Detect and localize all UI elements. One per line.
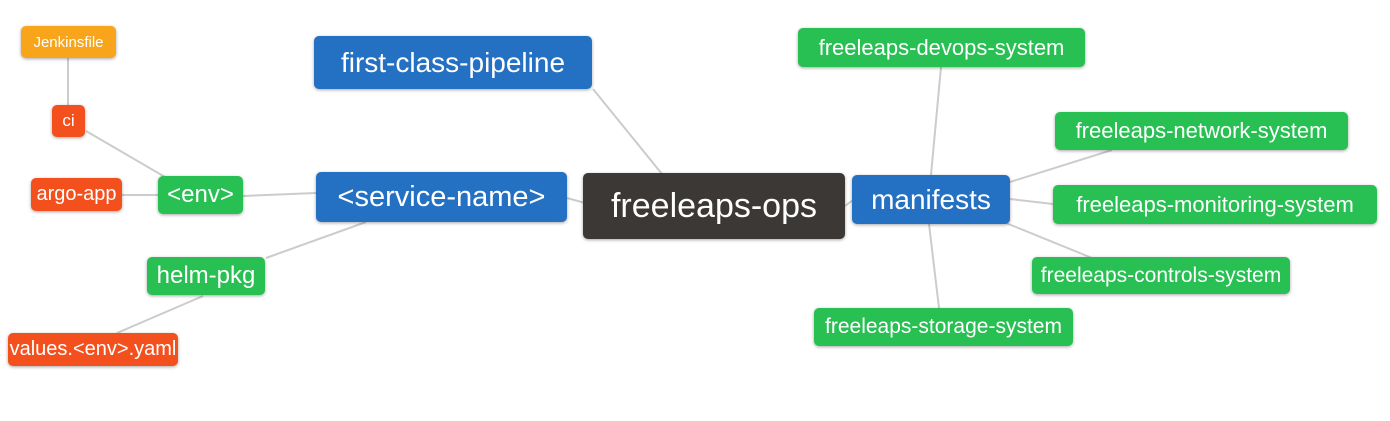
node-env[interactable]: <env> bbox=[158, 176, 243, 214]
node-ci[interactable]: ci bbox=[52, 105, 85, 137]
node-freeleaps-devops-system[interactable]: freeleaps-devops-system bbox=[798, 28, 1085, 67]
edge-manifests-devops bbox=[930, 66, 942, 176]
edge-manifests-monitoring bbox=[1009, 198, 1054, 205]
node-freeleaps-monitoring-system[interactable]: freeleaps-monitoring-system bbox=[1053, 185, 1377, 224]
edge-ci-env bbox=[85, 130, 166, 178]
node-freeleaps-storage-system[interactable]: freeleaps-storage-system bbox=[814, 308, 1073, 346]
edge-helm-pkg-values bbox=[116, 295, 204, 334]
edge-manifests-controls bbox=[1005, 222, 1093, 259]
edge-helm-pkg-service-name bbox=[265, 221, 367, 259]
edge-root-manifests bbox=[844, 199, 854, 207]
node-values-env-yaml[interactable]: values.<env>.yaml bbox=[8, 333, 178, 366]
node-jenkinsfile[interactable]: Jenkinsfile bbox=[21, 26, 116, 58]
node-first-class-pipeline[interactable]: first-class-pipeline bbox=[314, 36, 592, 89]
edge-first-class-pipeline-root bbox=[592, 88, 663, 175]
edge-manifests-network bbox=[1009, 149, 1113, 183]
node-freeleaps-controls-system[interactable]: freeleaps-controls-system bbox=[1032, 257, 1290, 294]
edge-env-service-name bbox=[242, 192, 317, 197]
node-freeleaps-network-system[interactable]: freeleaps-network-system bbox=[1055, 112, 1348, 150]
node-manifests[interactable]: manifests bbox=[852, 175, 1010, 224]
node-argo-app[interactable]: argo-app bbox=[31, 178, 122, 211]
edge-manifests-storage bbox=[928, 223, 940, 309]
node-freeleaps-ops[interactable]: freeleaps-ops bbox=[583, 173, 845, 239]
edge-service-name-root bbox=[566, 197, 586, 204]
node-service-name[interactable]: <service-name> bbox=[316, 172, 567, 222]
node-helm-pkg[interactable]: helm-pkg bbox=[147, 257, 265, 295]
